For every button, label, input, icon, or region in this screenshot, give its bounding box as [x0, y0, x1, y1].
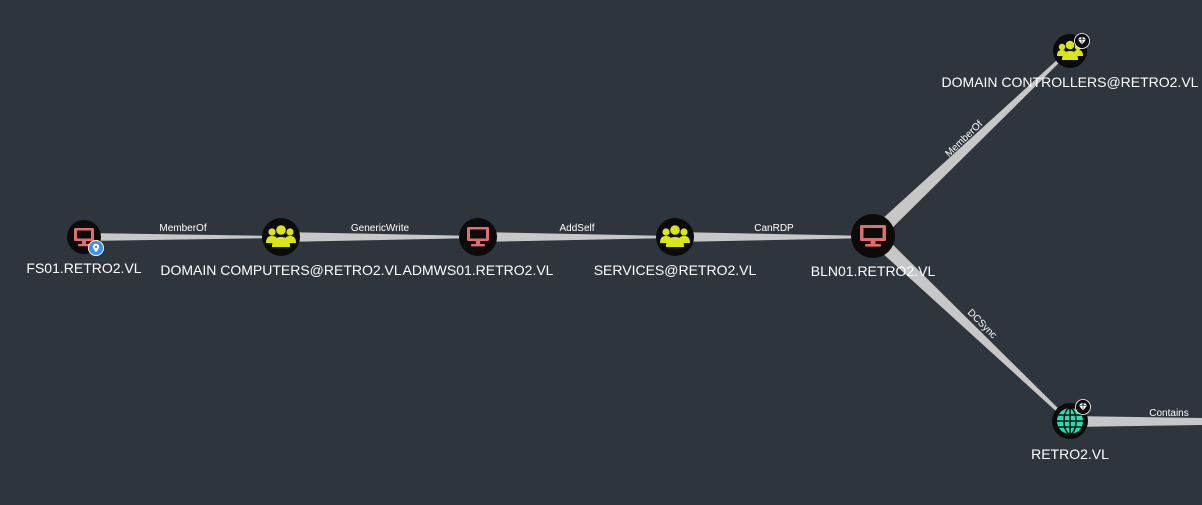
- nodes-layer: FS01.RETRO2.VL DOMAIN COMPUTERS@RETRO2.V…: [26, 33, 1199, 463]
- node-label-admws01: ADMWS01.RETRO2.VL: [403, 262, 554, 278]
- node-label-fs01: FS01.RETRO2.VL: [26, 260, 141, 276]
- edge-canrdp[interactable]: CanRDP: [675, 223, 873, 242]
- edge-label-canrdp: CanRDP: [754, 223, 794, 234]
- node-bln01[interactable]: BLN01.RETRO2.VL: [811, 214, 936, 279]
- node-fs01[interactable]: FS01.RETRO2.VL: [26, 220, 142, 276]
- edge-arrow: [478, 232, 675, 242]
- edge-label-memberof-fs01: MemberOf: [159, 223, 206, 234]
- users-icon: [266, 225, 296, 247]
- edge-arrow: [281, 232, 478, 242]
- node-label-bln01: BLN01.RETRO2.VL: [811, 263, 936, 279]
- edge-memberof-fs01[interactable]: MemberOf: [84, 223, 281, 241]
- node-domain-controllers[interactable]: DOMAIN CONTROLLERS@RETRO2.VL: [942, 33, 1199, 91]
- node-label-retro2: RETRO2.VL: [1031, 446, 1109, 462]
- edge-addself[interactable]: AddSelf: [478, 223, 675, 242]
- monitor-icon: [860, 225, 886, 247]
- gem-icon: [1075, 399, 1091, 415]
- edge-arrow: [869, 231, 1071, 423]
- edge-label-genericwrite: GenericWrite: [351, 223, 410, 234]
- node-services[interactable]: SERVICES@RETRO2.VL: [594, 218, 757, 278]
- edge-arrow: [675, 232, 873, 242]
- edges-layer: MemberOf GenericWrite AddSelf CanRDP Mem…: [84, 49, 1202, 427]
- edge-label-contains: Contains: [1149, 408, 1188, 419]
- edge-arrow: [1070, 416, 1202, 427]
- edge-label-addself: AddSelf: [559, 223, 594, 234]
- users-icon: [660, 225, 690, 247]
- node-label-services: SERVICES@RETRO2.VL: [594, 262, 757, 278]
- node-retro2[interactable]: RETRO2.VL: [1031, 399, 1109, 463]
- node-label-domain-computers: DOMAIN COMPUTERS@RETRO2.VL: [160, 262, 402, 278]
- monitor-icon: [74, 228, 94, 247]
- node-admws01[interactable]: ADMWS01.RETRO2.VL: [403, 218, 554, 278]
- monitor-icon: [467, 227, 489, 247]
- edge-dcsync[interactable]: DCSync: [869, 231, 1071, 423]
- node-domain-computers[interactable]: DOMAIN COMPUTERS@RETRO2.VL: [160, 218, 402, 278]
- gem-icon: [1074, 33, 1090, 49]
- edge-arrow: [869, 49, 1071, 241]
- node-label-domain-controllers: DOMAIN CONTROLLERS@RETRO2.VL: [942, 74, 1199, 90]
- edge-arrow: [84, 233, 281, 241]
- location-pin-icon: [88, 240, 104, 256]
- edge-contains[interactable]: Contains: [1070, 408, 1202, 427]
- edge-genericwrite[interactable]: GenericWrite: [281, 223, 478, 242]
- globe-icon: [1057, 407, 1083, 435]
